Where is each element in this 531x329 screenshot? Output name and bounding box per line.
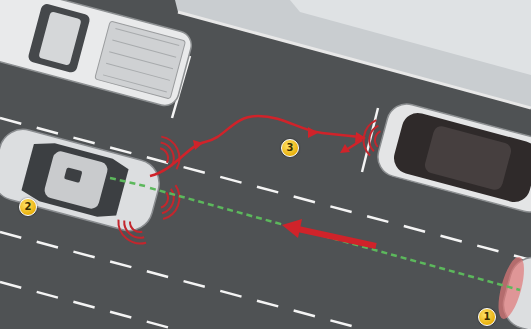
truck-cab-window	[27, 3, 91, 74]
car-roof	[423, 124, 513, 191]
bed-ribs	[103, 29, 179, 92]
truck-bed	[95, 21, 186, 99]
building-block	[290, 0, 531, 75]
passing-car	[492, 251, 531, 329]
parking-path	[150, 116, 360, 176]
truck-roof	[38, 11, 81, 66]
callout-text: 2	[25, 202, 32, 212]
direction-arrowhead	[282, 219, 302, 238]
callout-number: 1	[478, 308, 496, 326]
direction-arrow	[298, 229, 376, 246]
callout-number: 2	[19, 198, 37, 216]
callout-text: 1	[484, 312, 491, 322]
sensor-line	[110, 178, 145, 186]
callout-text: 3	[287, 143, 294, 153]
lane-line	[0, 282, 200, 329]
sidewalk	[175, 0, 531, 108]
car-roof-glass	[390, 109, 531, 205]
sensor-waves	[112, 215, 149, 250]
path-arrowhead	[308, 127, 318, 138]
car-roof	[43, 150, 110, 211]
car-body	[373, 99, 531, 216]
sensor-waves	[157, 183, 184, 222]
pickup-truck	[0, 0, 194, 109]
lane-line	[0, 232, 531, 329]
distance-line	[150, 188, 520, 290]
curb	[178, 12, 531, 108]
truck-body	[0, 0, 194, 109]
path-arrowhead	[193, 140, 203, 150]
sunroof	[64, 167, 83, 183]
path-hook	[346, 140, 362, 150]
parking-lines	[172, 56, 378, 172]
path-arrowhead	[340, 144, 350, 153]
assisted-car	[0, 124, 165, 236]
callout-number: 3	[281, 139, 299, 157]
parked-car	[373, 99, 531, 218]
car-body	[0, 124, 165, 236]
